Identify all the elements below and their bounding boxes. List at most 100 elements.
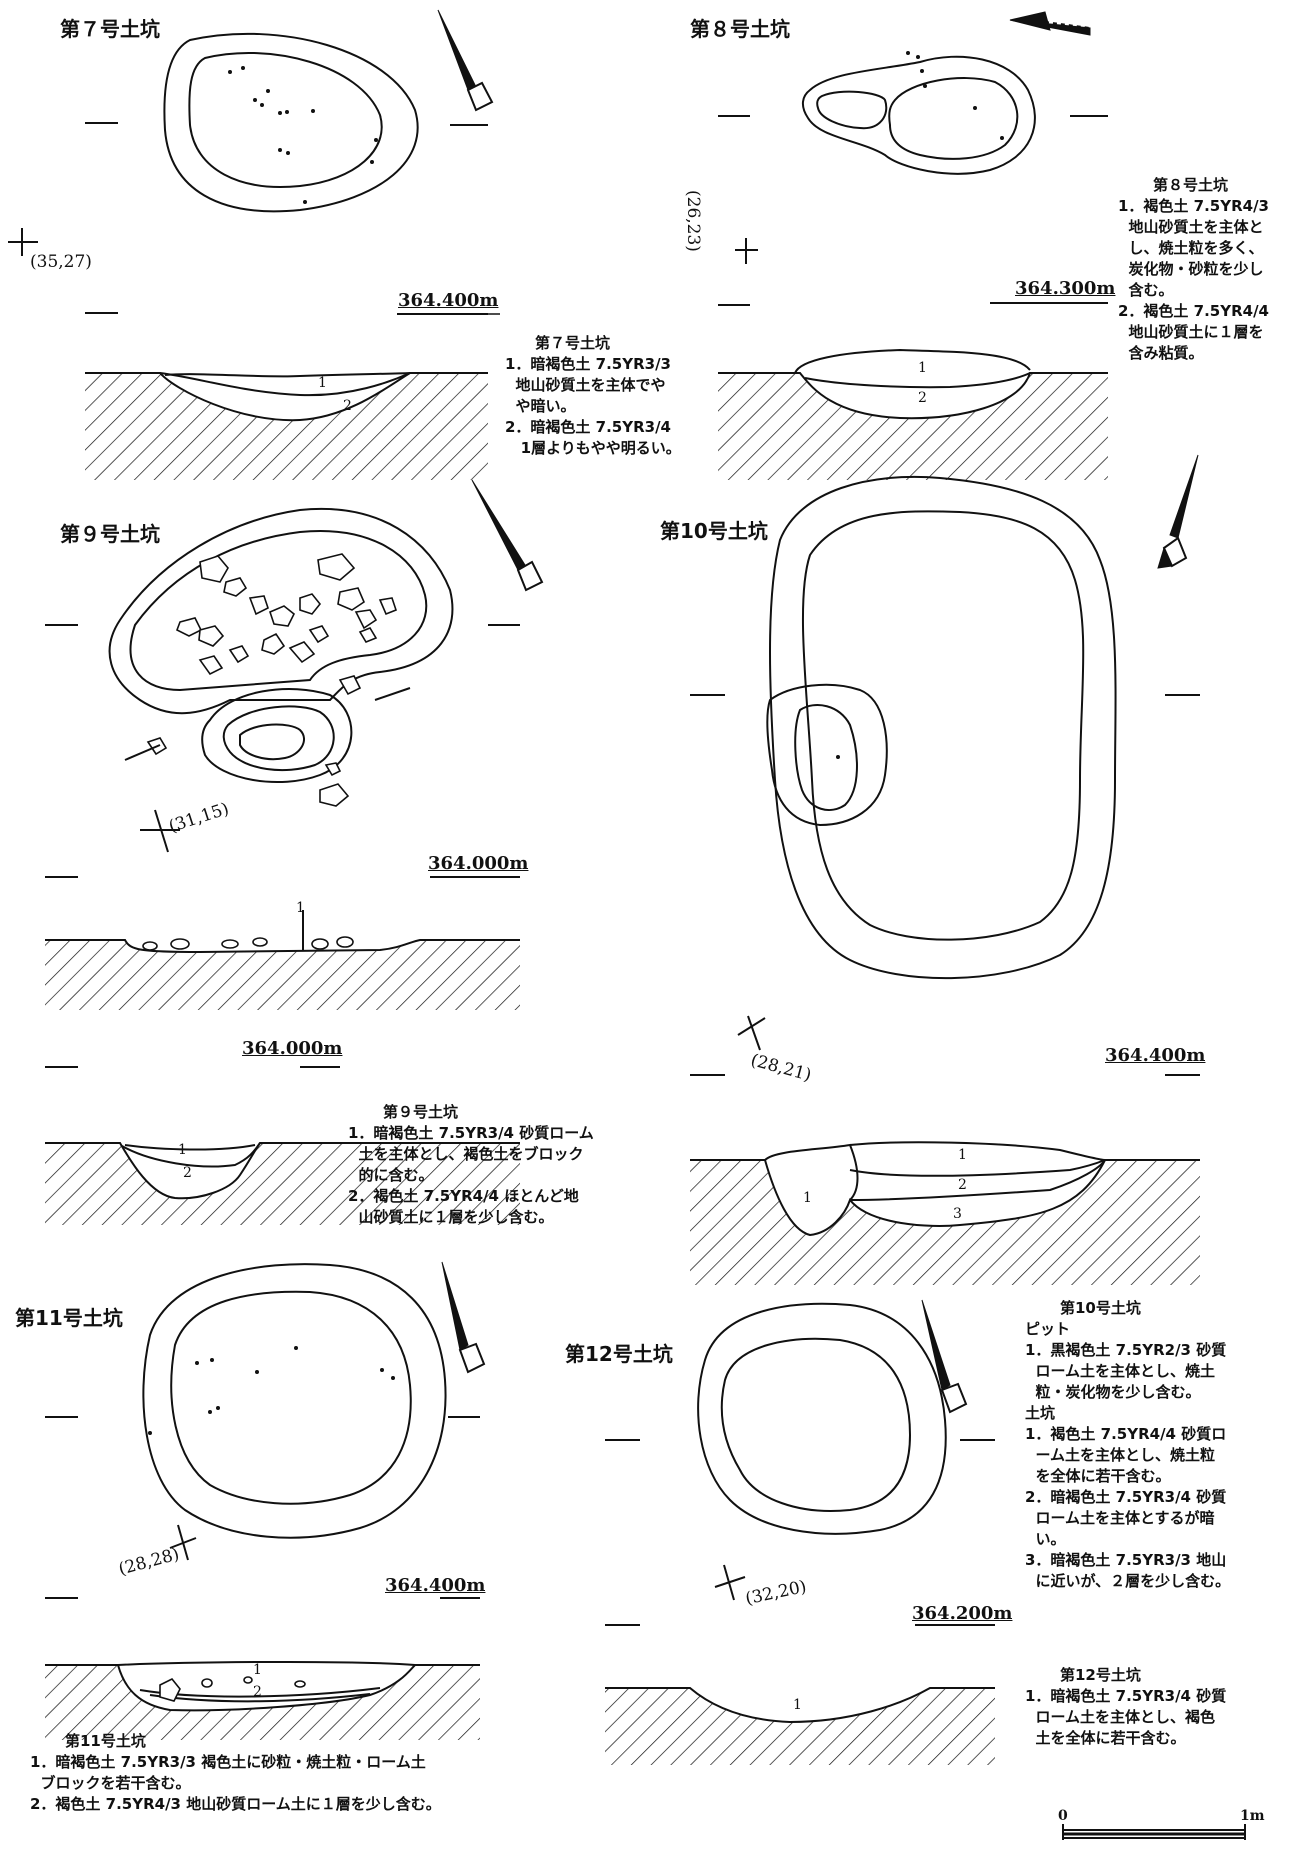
- pit7-note-line: 地山砂質土を主体でや: [505, 376, 666, 394]
- pit8-title: 第８号土坑: [690, 17, 790, 41]
- pit7-plan: [163, 32, 419, 213]
- pit10-note-line: い。: [1025, 1530, 1066, 1548]
- scale-bar: [1062, 1824, 1246, 1840]
- pit7-coordinate: (35,27): [30, 252, 92, 272]
- pit7-notes: 第７号土坑 1．暗褐色土 7.5YR3/3 地山砂質土を主体でや や暗い。 2．…: [505, 333, 681, 459]
- pit7-section: [85, 372, 488, 480]
- pit11-note-title: 第11号土坑: [65, 1732, 146, 1750]
- pit8-note-line: 地山砂質土に１層を: [1118, 323, 1264, 341]
- pit8-note-line: し、焼土粒を多く、: [1118, 239, 1264, 257]
- pit7-note-line: 1．暗褐色土 7.5YR3/3: [505, 355, 671, 373]
- pit8-note-line: 2．褐色土 7.5YR4/4: [1118, 302, 1269, 320]
- north-arrow: [437, 9, 494, 112]
- pit11-layer-1: 1: [253, 1662, 262, 1678]
- pit11-note-line: 1．暗褐色土 7.5YR3/3 褐色土に砂粒・焼土粒・ローム土: [30, 1753, 426, 1771]
- pit7-title: 第７号土坑: [60, 17, 160, 41]
- pit12-elevation: 364.200m: [912, 1603, 1013, 1624]
- pit10-note-line: ローム土を主体とし、焼土: [1025, 1362, 1215, 1380]
- pit12-note-line: 1．暗褐色土 7.5YR3/4 砂質: [1025, 1687, 1227, 1705]
- north-arrow: [921, 1299, 968, 1414]
- pit10-pit-layer: 1: [803, 1190, 812, 1206]
- pit10-note-line: 粒・炭化物を少し含む。: [1025, 1383, 1201, 1401]
- pit10-note-line: 1．褐色土 7.5YR4/4 砂質ロ: [1025, 1425, 1227, 1443]
- pit12-plan: [697, 1302, 947, 1535]
- pit12-note-title: 第12号土坑: [1060, 1666, 1141, 1684]
- pit10-layer-3: 3: [953, 1206, 962, 1222]
- scale-start-label: 0: [1058, 1808, 1068, 1824]
- pit11-notes: 第11号土坑 1．暗褐色土 7.5YR3/3 褐色土に砂粒・焼土粒・ローム土 ブ…: [30, 1731, 441, 1815]
- pit7-note-line: や暗い。: [505, 397, 576, 415]
- pit10-section: [690, 1141, 1200, 1285]
- pit10-note-line: 3．暗褐色土 7.5YR3/3 地山: [1025, 1551, 1227, 1569]
- pit11-layer-2: 2: [253, 1684, 262, 1700]
- pit10-note-line: ピット: [1025, 1320, 1071, 1338]
- pit12-notes: 第12号土坑 1．暗褐色土 7.5YR3/4 砂質 ローム土を主体とし、褐色 土…: [1025, 1665, 1226, 1749]
- pit8-layer-2: 2: [918, 390, 927, 406]
- pit8-notes: 第８号土坑 1．褐色土 7.5YR4/3 地山砂質土を主体と し、焼土粒を多く、…: [1118, 175, 1269, 364]
- pit11-note-line: ブロックを若干含む。: [30, 1774, 191, 1792]
- pit8-note-line: 含み粘質。: [1118, 344, 1204, 362]
- pit9-layer-2: 2: [183, 1165, 192, 1181]
- pit9-note-title: 第９号土坑: [383, 1103, 459, 1121]
- pit8-note-line: 1．褐色土 7.5YR4/3: [1118, 197, 1269, 215]
- pit10-note-line: に近いが、２層を少し含む。: [1025, 1572, 1231, 1590]
- pit7-layer-1: 1: [318, 375, 327, 391]
- pit9-stones: [146, 553, 397, 807]
- pit10-note-title: 第10号土坑: [1060, 1299, 1141, 1317]
- pit10-note-line: 2．暗褐色土 7.5YR3/4 砂質: [1025, 1488, 1227, 1506]
- pit12-note-line: ローム土を主体とし、褐色: [1025, 1708, 1215, 1726]
- pit9-elevation-plan: 364.000m: [428, 853, 529, 874]
- pit10-title: 第10号土坑: [660, 519, 768, 543]
- pit10-note-line: 1．黒褐色土 7.5YR2/3 砂質: [1025, 1341, 1227, 1359]
- pit8-plan: [802, 55, 1036, 175]
- pit11-plan: [142, 1263, 447, 1539]
- pit7-points: [228, 66, 378, 204]
- pit8-note-line: 炭化物・砂粒を少し: [1118, 260, 1264, 278]
- pit9-section: [45, 910, 520, 1010]
- pit10-note-line: 土坑: [1025, 1404, 1056, 1422]
- pit9-notes: 第９号土坑 1．暗褐色土 7.5YR3/4 砂質ローム 土を主体とし、褐色土をブ…: [348, 1102, 594, 1228]
- pit12-section: [605, 1687, 995, 1765]
- pit8-layer-1: 1: [918, 360, 927, 376]
- pit9-note-line: 1．暗褐色土 7.5YR3/4 砂質ローム: [348, 1124, 594, 1142]
- pit10-note-line: を全体に若干含む。: [1025, 1467, 1171, 1485]
- pit7-note-line: 2．暗褐色土 7.5YR3/4: [505, 418, 671, 436]
- pit7-elevation: 364.400m: [398, 290, 499, 311]
- pit11-section: [45, 1660, 480, 1740]
- pit10-note-line: ローム土を主体とするが暗: [1025, 1509, 1215, 1527]
- north-arrow: [441, 1261, 486, 1374]
- north-arrow: [471, 479, 544, 592]
- pit10-notes: 第10号土坑 ピット 1．黒褐色土 7.5YR2/3 砂質 ローム土を主体とし、…: [1025, 1298, 1230, 1592]
- pit9-layer-1: 1: [178, 1142, 187, 1158]
- pit9-note-line: 土を主体とし、褐色土をブロック: [348, 1145, 584, 1163]
- pit9-elevation-section: 364.000m: [242, 1038, 343, 1059]
- pit10-elevation: 364.400m: [1105, 1045, 1206, 1066]
- pit10-layer-2: 2: [958, 1177, 967, 1193]
- pit9-section-2: [45, 1142, 520, 1225]
- pit8-section: [718, 348, 1108, 480]
- pit9-title: 第９号土坑: [60, 522, 160, 546]
- pit11-elevation: 364.400m: [385, 1575, 486, 1596]
- scale-end-label: 1m: [1240, 1808, 1265, 1824]
- pit9-section-layer: 1: [296, 900, 305, 916]
- pit11-note-line: 2．褐色土 7.5YR4/3 地山砂質ローム土に１層を少し含む。: [30, 1795, 441, 1813]
- north-arrow: [1157, 454, 1199, 569]
- pit12-title: 第12号土坑: [565, 1342, 673, 1366]
- pit12-layer-1: 1: [793, 1697, 802, 1713]
- pit8-elevation: 364.300m: [1015, 278, 1116, 299]
- pit12-note-line: 土を全体に若干含む。: [1025, 1729, 1186, 1747]
- pit9-note-line: 的に含む。: [348, 1166, 434, 1184]
- pit7-note-line: 1層よりもやや明るい。: [505, 439, 681, 457]
- pit8-note-line: 含む。: [1118, 281, 1174, 299]
- pit8-note-title: 第８号土坑: [1153, 176, 1229, 194]
- pit10-plan: [766, 475, 1117, 980]
- north-arrow: [1009, 11, 1091, 36]
- pit8-note-line: 地山砂質土を主体と: [1118, 218, 1264, 236]
- pit7-note-title: 第７号土坑: [535, 334, 611, 352]
- pit7-layer-2: 2: [343, 398, 352, 414]
- pit8-coordinate: (26,23): [683, 190, 703, 252]
- pit9-note-line: 山砂質土に１層を少し含む。: [348, 1208, 554, 1226]
- pit10-note-line: ーム土を主体とし、焼土粒: [1025, 1446, 1215, 1464]
- pit9-note-line: 2．褐色土 7.5YR4/4 ほとんど地: [348, 1187, 579, 1205]
